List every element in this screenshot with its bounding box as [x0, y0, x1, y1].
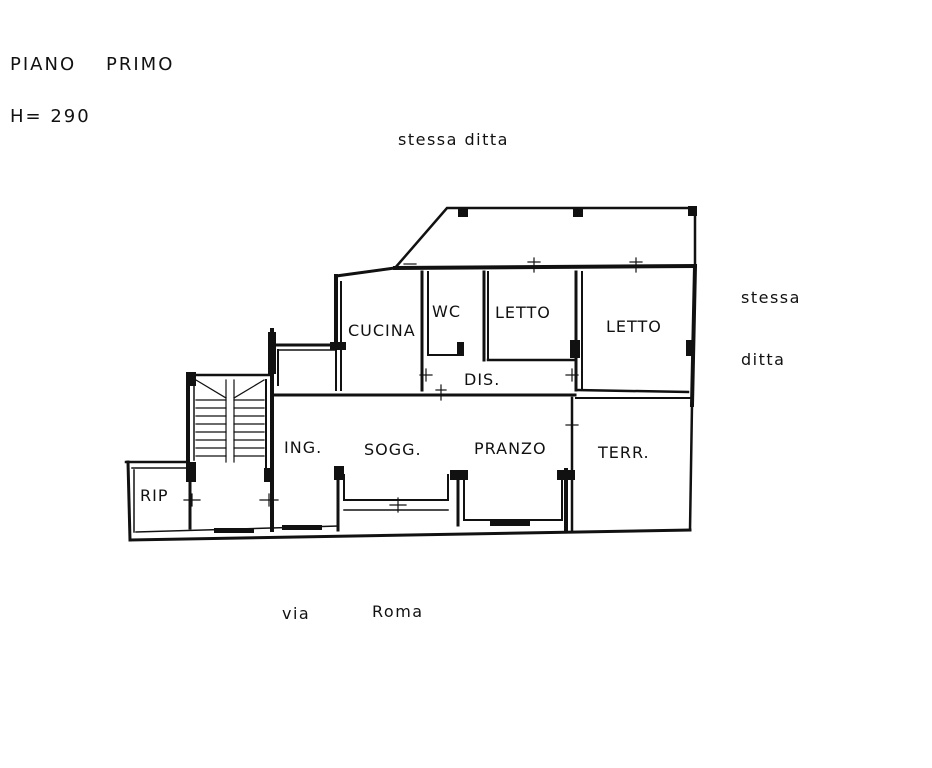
room-rip: RIP	[140, 486, 168, 505]
south-wall	[128, 528, 692, 542]
east-wall	[689, 263, 698, 408]
room-sogg: SOGG.	[364, 440, 422, 459]
north-wall	[392, 263, 698, 271]
room-dis: DIS.	[464, 370, 500, 389]
height-label: H= 290	[10, 106, 91, 127]
upper-terrace-outline	[393, 206, 697, 270]
neighbor-right-label-2: ditta	[741, 350, 786, 369]
room-letto-1: LETTO	[495, 303, 551, 322]
floor-label-2: PRIMO	[106, 54, 175, 75]
room-wc: WC	[432, 302, 461, 321]
room-cucina: CUCINA	[348, 321, 416, 340]
room-ing: ING.	[284, 438, 322, 457]
neighbor-right-label-1: stessa	[741, 288, 801, 307]
street-label-roma: Roma	[372, 602, 424, 621]
room-pranzo: PRANZO	[474, 439, 547, 458]
neighbor-top-label: stessa ditta	[398, 130, 509, 149]
room-terr: TERR.	[597, 443, 650, 462]
room-letto-2: LETTO	[606, 317, 662, 336]
street-label-via: via	[282, 604, 311, 623]
floor-label: PIANO	[10, 54, 77, 75]
